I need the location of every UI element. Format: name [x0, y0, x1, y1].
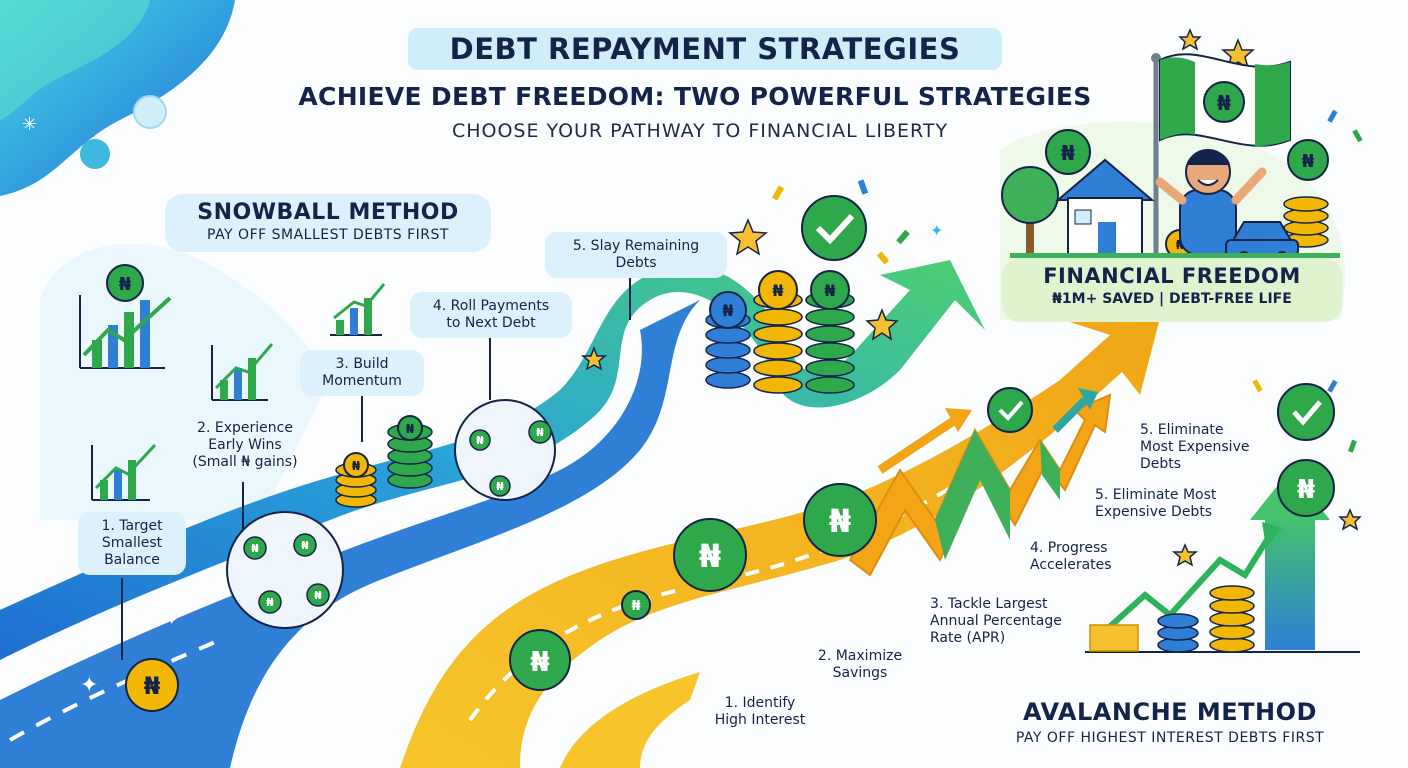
step-text: Savings: [832, 665, 888, 681]
step-text: Early Wins: [208, 437, 282, 453]
svg-text:₦: ₦: [1217, 91, 1231, 115]
avalanche-method-description: PAY OFF HIGHEST INTEREST DEBTS FIRST: [1015, 730, 1325, 746]
confetti-decoration: ✦ ✦ ✦: [80, 109, 1363, 698]
svg-text:₦: ₦: [829, 502, 851, 540]
step-text: Momentum: [322, 373, 402, 389]
check-icon: [801, 195, 1335, 441]
snowball-step-1: 1. Target Smallest Balance: [78, 512, 186, 575]
snowball-step-3: 3. Build Momentum: [300, 350, 424, 396]
svg-text:₦: ₦: [119, 274, 132, 295]
step-text: 1. Identify: [724, 695, 796, 711]
svg-text:₦: ₦: [352, 459, 361, 473]
avalanche-step-3: 3. Tackle Largest Annual Percentage Rate…: [930, 596, 1110, 647]
svg-text:₦: ₦: [1297, 475, 1315, 505]
step-text: Balance: [104, 552, 160, 568]
avalanche-step-2: 2. Maximize Savings: [810, 648, 910, 682]
snowball-method-description: PAY OFF SMALLEST DEBTS FIRST: [207, 227, 449, 243]
growth-chart-icon: [330, 283, 386, 336]
growth-chart-icon: [211, 343, 274, 401]
avalanche-method-title: AVALANCHE METHOD: [1023, 698, 1317, 726]
star-icon: [580, 28, 1362, 567]
step-text: Smallest: [101, 535, 163, 551]
step-connectors: [121, 278, 631, 660]
svg-text:₦: ₦: [266, 596, 274, 609]
step-text: 2. Maximize: [817, 648, 903, 664]
snowball-step-5: 5. Slay Remaining Debts: [545, 232, 727, 278]
svg-text:₦: ₦: [301, 539, 309, 552]
step-text: 5. Slay Remaining: [572, 238, 700, 254]
svg-text:₦: ₦: [1176, 238, 1185, 252]
svg-text:₦: ₦: [699, 537, 721, 575]
step-text: Rate (APR): [930, 630, 1006, 646]
avalanche-step-5: 5. Eliminate Most Expensive Debts: [1095, 487, 1255, 521]
step-text: Most Expensive: [1140, 439, 1250, 455]
step-text: Expensive Debts: [1095, 504, 1213, 520]
growth-chart-icon: [91, 443, 157, 501]
snowball-method-title: SNOWBALL METHOD: [197, 200, 459, 225]
svg-text:₦: ₦: [772, 281, 783, 300]
svg-text:₦: ₦: [1061, 141, 1075, 165]
financial-freedom-title: FINANCIAL FREEDOM: [1043, 264, 1301, 288]
snowball-method-card: SNOWBALL METHOD PAY OFF SMALLEST DEBTS F…: [165, 194, 491, 252]
step-text: 1. Target: [101, 518, 163, 534]
snowball-step-4: 4. Roll Payments to Next Debt: [410, 292, 572, 338]
tree-icon: [1001, 166, 1059, 255]
person-icon: [1155, 149, 1267, 256]
avalanche-step-5-alt: 5. Eliminate Most Expensive Debts: [1140, 422, 1270, 473]
flag-icon: ₦: [1159, 53, 1291, 147]
svg-text:₦: ₦: [406, 422, 415, 436]
step-text: 5. Eliminate Most: [1095, 487, 1217, 503]
svg-text:✦: ✦: [165, 610, 178, 629]
growth-chart-icon: [79, 295, 172, 369]
step-text: High Interest: [714, 712, 806, 728]
snowball-icon: ₦ ₦ ₦ ₦ ₦ ₦ ₦: [226, 399, 556, 629]
step-text: to Next Debt: [446, 315, 536, 331]
corner-blob-decoration: ✳: [0, 0, 235, 196]
avalanche-step-1: 1. Identify High Interest: [700, 695, 820, 729]
step-text: (Small ₦ gains): [192, 454, 298, 470]
svg-text:₦: ₦: [530, 645, 549, 678]
page-title: DEBT REPAYMENT STRATEGIES: [408, 28, 1002, 70]
svg-text:₦: ₦: [536, 426, 544, 439]
snowball-background-panel: [40, 243, 330, 520]
svg-text:₦: ₦: [144, 672, 161, 700]
step-text: Accelerates: [1030, 557, 1112, 573]
step-text: 3. Build: [335, 356, 389, 372]
page-tagline: CHOOSE YOUR PATHWAY TO FINANCIAL LIBERTY: [451, 120, 949, 142]
step-text: Annual Percentage: [930, 613, 1062, 629]
svg-text:✳: ✳: [22, 114, 37, 135]
svg-text:✦: ✦: [930, 221, 943, 240]
svg-text:₦: ₦: [314, 589, 322, 602]
naira-coin-icon: [106, 129, 1335, 712]
step-text: 2. Experience: [197, 420, 293, 436]
svg-text:₦: ₦: [722, 301, 733, 320]
step-text: 3. Tackle Largest: [930, 596, 1048, 612]
svg-text:₦: ₦: [251, 542, 259, 555]
svg-text:₦: ₦: [631, 599, 640, 614]
page-subtitle: ACHIEVE DEBT FREEDOM: TWO POWERFUL STRAT…: [298, 82, 1092, 111]
financial-freedom-card: FINANCIAL FREEDOM ₦1M+ SAVED | DEBT-FREE…: [1002, 258, 1342, 322]
freedom-scene: ₦: [1001, 53, 1340, 263]
step-text: Debts: [1140, 456, 1182, 472]
avalanche-step-4: 4. Progress Accelerates: [1030, 540, 1150, 574]
svg-text:₦: ₦: [476, 434, 484, 447]
financial-freedom-description: ₦1M+ SAVED | DEBT-FREE LIFE: [1052, 291, 1292, 307]
snowball-step-2: 2. Experience Early Wins (Small ₦ gains): [178, 420, 312, 471]
svg-text:₦: ₦: [824, 281, 835, 300]
step-text: Debts: [615, 255, 657, 271]
svg-text:₦: ₦: [496, 480, 504, 493]
naira-coin-glyphs: ₦ ₦ ₦ ₦ ₦ ₦ ₦ ₦ ₦ ₦ ₦ ₦ ₦ ₦ ₦: [119, 141, 1315, 700]
svg-text:✦: ✦: [80, 673, 98, 698]
step-text: 5. Eliminate: [1140, 422, 1224, 438]
step-text: 4. Roll Payments: [432, 298, 550, 314]
svg-text:₦: ₦: [1302, 151, 1315, 172]
step-text: 4. Progress: [1030, 540, 1108, 556]
